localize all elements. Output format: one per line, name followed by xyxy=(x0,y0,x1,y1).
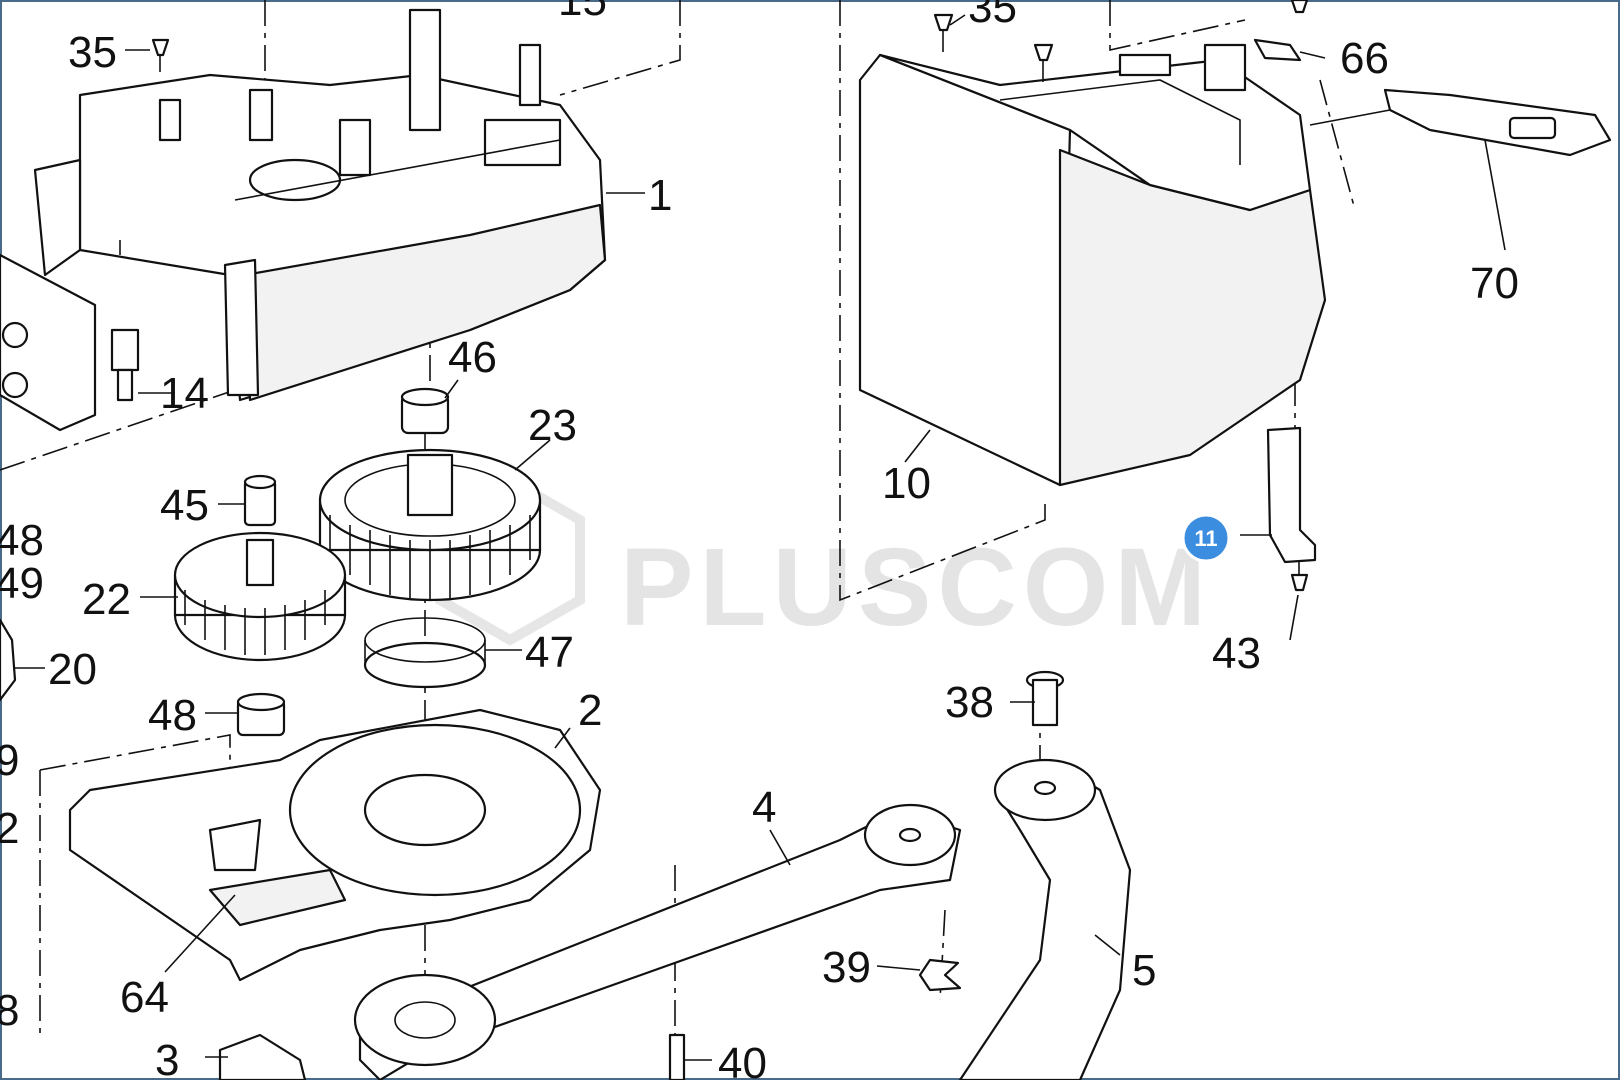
callout-66: 66 xyxy=(1340,34,1389,83)
callout-70: 70 xyxy=(1470,259,1519,308)
callout-labels: 35 35 15 66 1 70 14 46 23 10 45 48 49 22… xyxy=(0,0,1519,1080)
callout-10: 10 xyxy=(882,459,931,508)
part-11-bracket xyxy=(1266,426,1317,564)
bushings xyxy=(236,387,450,737)
part-1-housing xyxy=(33,8,607,402)
callout-49-left: 49 xyxy=(0,559,44,608)
callout-15: 15 xyxy=(558,0,607,25)
gear-22 xyxy=(173,531,347,662)
callout-39: 39 xyxy=(822,943,871,992)
watermark: PLUSCOM xyxy=(435,474,1212,649)
badge-circle xyxy=(1181,513,1231,563)
leader-lines xyxy=(15,14,1506,1061)
part-3-gear xyxy=(218,1033,307,1080)
callout-40: 40 xyxy=(718,1039,767,1080)
callout-64: 64 xyxy=(120,973,169,1022)
highlight-badge-11[interactable]: 11 xyxy=(1181,513,1231,563)
ring-47 xyxy=(363,617,487,689)
callout-48: 48 xyxy=(148,691,197,740)
callout-23: 23 xyxy=(528,401,577,450)
part-10-cover xyxy=(858,43,1327,487)
callout-35-left: 35 xyxy=(68,28,117,77)
callout-8-left: 8 xyxy=(0,986,19,1035)
callout-3: 3 xyxy=(155,1036,179,1080)
callout-1: 1 xyxy=(648,171,672,220)
part-39-clip xyxy=(918,958,962,992)
callout-5: 5 xyxy=(1132,946,1156,995)
callout-48-left: 48 xyxy=(0,516,44,565)
callout-22: 22 xyxy=(82,575,131,624)
callout-45: 45 xyxy=(160,481,209,530)
screws xyxy=(151,0,1309,1080)
callout-46: 46 xyxy=(448,333,497,382)
callout-43: 43 xyxy=(1212,629,1261,678)
part-70-clip xyxy=(1383,88,1612,157)
part-20-edge xyxy=(0,618,17,702)
part-38-pin xyxy=(1025,670,1065,727)
callout-2-left: 2 xyxy=(0,804,19,853)
watermark-text: PLUSCOM xyxy=(620,526,1212,649)
callout-47: 47 xyxy=(525,628,574,677)
part-66-latch xyxy=(1253,38,1302,62)
part-5-arm xyxy=(958,758,1132,1080)
badge-label: 11 xyxy=(1194,526,1217,551)
part-4-arm xyxy=(353,803,962,1080)
part-2-base-plate xyxy=(68,708,602,982)
gear-23 xyxy=(318,448,542,602)
callout-4: 4 xyxy=(752,783,776,832)
callout-35-right: 35 xyxy=(968,0,1017,32)
callout-38: 38 xyxy=(945,678,994,727)
callout-20: 20 xyxy=(48,645,97,694)
callout-14: 14 xyxy=(160,369,209,418)
left-bracket xyxy=(0,253,97,432)
part-14-connector xyxy=(110,328,140,402)
callout-2: 2 xyxy=(578,686,602,735)
callout-9-left: 9 xyxy=(0,736,19,785)
